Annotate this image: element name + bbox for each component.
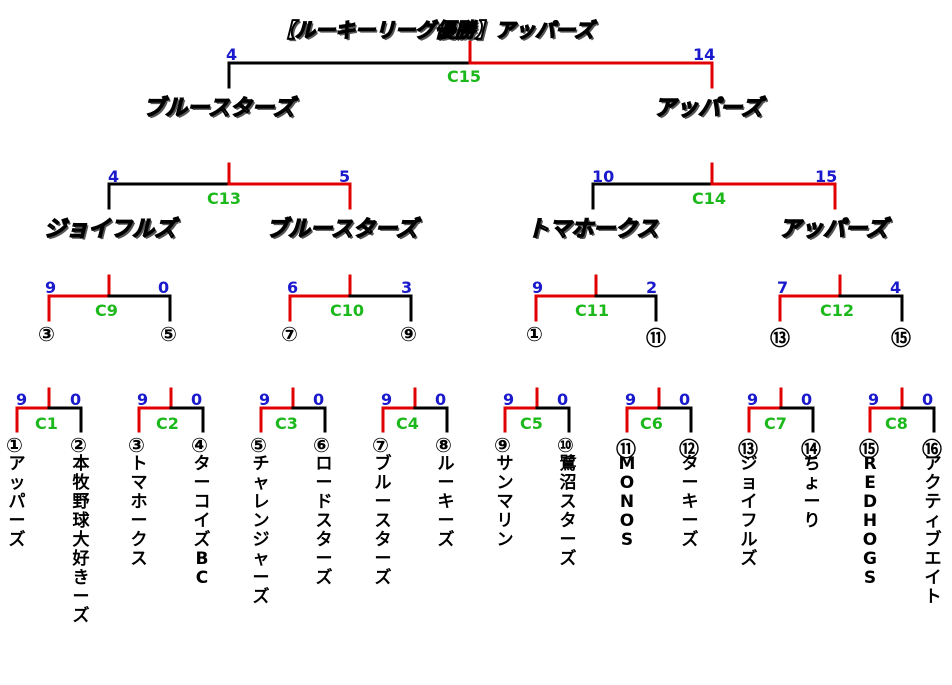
round1-c1-left-team: アッパーズ (8, 454, 26, 550)
quarter-3-code: C11 (575, 301, 610, 320)
round1-c5-left-seed: ⑨ (494, 433, 511, 457)
semi-2-left-score: 10 (592, 167, 615, 186)
round1-c2-code: C2 (156, 414, 179, 433)
quarter-4-right-seed: ⑮ (891, 326, 911, 350)
round1-c1-right-score: 0 (70, 390, 82, 409)
round1-c2-left-seed: ③ (128, 433, 145, 457)
round1-c6-left-score: 9 (625, 390, 637, 409)
round1-c3-left-score: 9 (259, 390, 271, 409)
semi-1-right-score: 5 (339, 167, 351, 186)
round1-c8-right-score: 0 (922, 390, 934, 409)
round1-c1-left-score: 9 (16, 390, 28, 409)
round1-c1-code: C1 (35, 414, 58, 433)
round1-c3-right-team: ロードスターズ (315, 454, 333, 588)
round1-c7-code: C7 (764, 414, 787, 433)
quarter-1-right-seed: ⑤ (160, 322, 177, 346)
round1-c6-right-team: ターキーズ (681, 454, 699, 550)
final-left-team: ブルースターズ (142, 95, 295, 121)
champion-title: 【ルーキーリーグ優勝】アッパーズ (274, 17, 594, 42)
round1-c4-left-team: ブルースターズ (374, 454, 392, 588)
semi-2-right-team: アッパーズ (778, 216, 888, 242)
round1-c3-left-seed: ⑤ (250, 433, 267, 457)
quarter-4-code: C12 (820, 301, 855, 320)
round1-c1-right-team: 本牧野球大好きーズ (72, 454, 90, 626)
quarter-3-left-score: 9 (532, 278, 544, 297)
round1-c3-right-score: 0 (313, 390, 325, 409)
round1-c2-left-team: トマホークス (130, 454, 148, 569)
round1-c4-right-team: ルーキーズ (437, 454, 455, 550)
round1-c7-right-team: ちょーり (803, 454, 821, 531)
quarter-2-left-seed: ⑦ (281, 322, 298, 346)
round1-c3-right-seed: ⑥ (313, 433, 330, 457)
final-code: C15 (447, 67, 482, 86)
quarter-3-right-seed: ⑪ (646, 326, 666, 350)
round1-c5-right-team: 鷺沼スターズ (559, 454, 577, 569)
quarter-1-left-seed: ③ (38, 322, 55, 346)
quarter-3-right-score: 2 (646, 278, 658, 297)
round1-c1-right-seed: ② (70, 433, 87, 457)
round1-c3-left-team: チャレンジャーズ (252, 454, 270, 607)
final-left-score: 4 (226, 45, 238, 64)
semi-1-right-team: ブルースターズ (265, 216, 418, 242)
round1-c8-right-team: アクティブエイト (924, 454, 942, 607)
round1-c6-right-score: 0 (679, 390, 691, 409)
semi-2-code: C14 (692, 189, 727, 208)
round1-c7-left-seed: ⑬ (738, 437, 758, 461)
round1-c5-code: C5 (520, 414, 543, 433)
round1-c7-right-seed: ⑭ (801, 437, 821, 461)
round1-c7-left-team: ジョイフルズ (740, 454, 758, 569)
quarter-4-left-score: 7 (777, 278, 789, 297)
quarter-1-right-score: 0 (158, 278, 170, 297)
quarter-1-left-score: 9 (45, 278, 57, 297)
round1-c5-left-score: 9 (503, 390, 515, 409)
round1-c7-left-score: 9 (747, 390, 759, 409)
round1-c6-left-team: MONOS (618, 454, 636, 550)
round1-c8-left-team: RED HOGS (862, 454, 878, 588)
round1-c8-right-seed: ⑯ (922, 437, 942, 461)
round1-c2-left-score: 9 (137, 390, 149, 409)
round1-c8-left-seed: ⑮ (859, 437, 879, 461)
quarter-1-code: C9 (95, 301, 118, 320)
round1-c5-right-seed: ⑩ (557, 433, 574, 457)
semi-1-code: C13 (207, 189, 242, 208)
quarter-2-right-seed: ⑨ (400, 322, 417, 346)
quarter-2-left-score: 6 (287, 278, 299, 297)
round1-c4-right-score: 0 (435, 390, 447, 409)
round1-c2-right-team: ターコイズBC (193, 454, 211, 588)
round1-c8-code: C8 (885, 414, 908, 433)
quarter-3-left-seed: ① (526, 322, 543, 346)
round1-c3-code: C3 (275, 414, 298, 433)
round1-c4-code: C4 (396, 414, 419, 433)
quarter-2-code: C10 (330, 301, 365, 320)
round1-c6-code: C6 (640, 414, 663, 433)
round1-c2-right-seed: ④ (191, 433, 208, 457)
round1-c8-left-score: 9 (868, 390, 880, 409)
final-right-team: アッパーズ (653, 95, 763, 121)
semi-1-left-team: ジョイフルズ (43, 216, 177, 242)
round1-c4-right-seed: ⑧ (435, 433, 452, 457)
round1-c5-left-team: サンマリン (496, 454, 514, 550)
semi-1-left-score: 4 (108, 167, 120, 186)
semi-2-left-team: トマホークス (526, 216, 659, 242)
round1-c7-right-score: 0 (801, 390, 813, 409)
round1-c5-right-score: 0 (557, 390, 569, 409)
quarter-4-left-seed: ⑬ (770, 326, 790, 350)
round1-c6-left-seed: ⑪ (616, 437, 636, 461)
semi-2-right-score: 15 (815, 167, 838, 186)
round1-c2-right-score: 0 (191, 390, 203, 409)
round1-c4-left-score: 9 (381, 390, 393, 409)
round1-c6-right-seed: ⑫ (679, 437, 699, 461)
quarter-4-right-score: 4 (890, 278, 902, 297)
quarter-2-right-score: 3 (401, 278, 413, 297)
round1-c4-left-seed: ⑦ (372, 433, 389, 457)
round1-c1-left-seed: ① (6, 433, 23, 457)
final-right-score: 14 (693, 45, 716, 64)
